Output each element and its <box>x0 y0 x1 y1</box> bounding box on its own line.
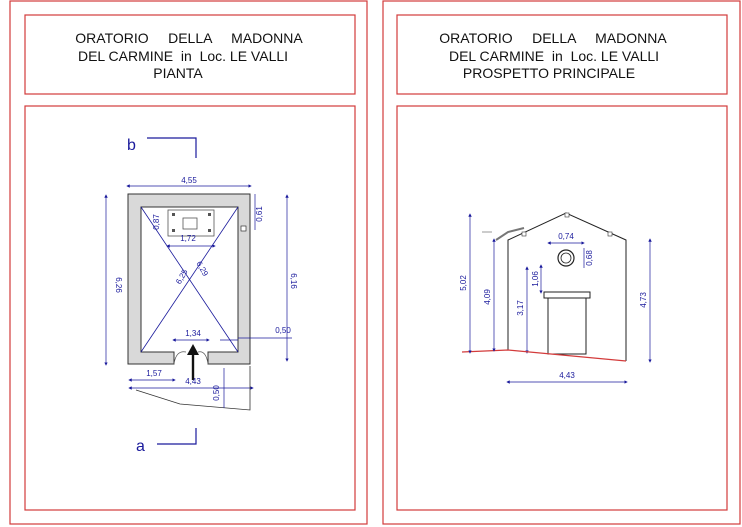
facade-detail <box>607 231 613 237</box>
dim-087: 0,87 <box>152 214 161 230</box>
left-title-line2: DEL CARMINE in Loc. LE VALLI <box>78 48 288 64</box>
dim-door-inner: 1,34 <box>185 329 201 338</box>
right-title-line3: PROSPETTO PRINCIPALE <box>463 65 635 81</box>
dim-top-width: 4,55 <box>181 176 197 185</box>
dim-443: 4,43 <box>185 377 201 386</box>
right-title-line2: DEL CARMINE in Loc. LE VALLI <box>449 48 659 64</box>
dim-base-width: 4,43 <box>559 371 575 380</box>
dim-061: 0,61 <box>255 206 264 222</box>
roof-eave-left <box>495 227 525 241</box>
facade-detail <box>521 231 527 237</box>
altar <box>167 209 215 237</box>
right-title-line1: ORATORIO DELLA MADONNA <box>439 30 667 46</box>
left-outer-frame <box>9 0 368 525</box>
left-title-line3: PIANTA <box>153 65 203 81</box>
left-sheet: ORATORIO DELLA MADONNA DEL CARMINE in Lo… <box>9 0 368 525</box>
dim-oculus-width: 0,74 <box>558 232 574 241</box>
right-outer-frame <box>382 0 741 525</box>
left-title-box <box>24 14 356 95</box>
ground-outline <box>135 366 251 411</box>
altar-corner <box>208 229 211 232</box>
dim-left-height: 6,26 <box>114 277 123 293</box>
section-b-mark <box>147 137 197 158</box>
section-a-mark <box>157 428 197 445</box>
door-lintel <box>543 291 591 299</box>
dim-050-bottom: 0,50 <box>212 385 221 401</box>
dim-window-height: 1,06 <box>531 271 540 287</box>
section-b-label: b <box>127 137 136 154</box>
door <box>547 297 587 355</box>
dim-total-height-right: 4,73 <box>639 292 648 308</box>
dim-oculus-height: 0,68 <box>585 250 594 266</box>
left-drawing-box <box>24 105 356 511</box>
oculus-inner <box>560 252 572 264</box>
altar-corner <box>172 229 175 232</box>
left-title-line1: ORATORIO DELLA MADONNA <box>75 30 303 46</box>
section-a-label: a <box>136 438 145 455</box>
right-sheet: ORATORIO DELLA MADONNA DEL CARMINE in Lo… <box>382 0 741 525</box>
altar-corner <box>172 213 175 216</box>
dim-050-right: 0,50 <box>275 326 291 335</box>
dim-total-height-left: 5,02 <box>459 275 468 291</box>
ground-line <box>461 349 627 362</box>
dim-altar-width: 1,72 <box>180 234 196 243</box>
facade-detail <box>564 212 570 218</box>
right-drawing-box <box>396 105 728 511</box>
oculus <box>557 249 575 267</box>
wall-niche <box>240 225 247 232</box>
dim-157: 1,57 <box>146 369 162 378</box>
plan-diagonal-2 <box>140 206 239 353</box>
altar-inner <box>182 217 198 230</box>
dim-right-height: 6,16 <box>289 273 298 289</box>
right-title-box <box>396 14 728 95</box>
entrance-arrow-head <box>187 344 199 355</box>
door-swing <box>173 351 209 365</box>
altar-corner <box>208 213 211 216</box>
dim-door-height: 3,17 <box>516 300 525 316</box>
dim-wall-height: 4,09 <box>483 289 492 305</box>
